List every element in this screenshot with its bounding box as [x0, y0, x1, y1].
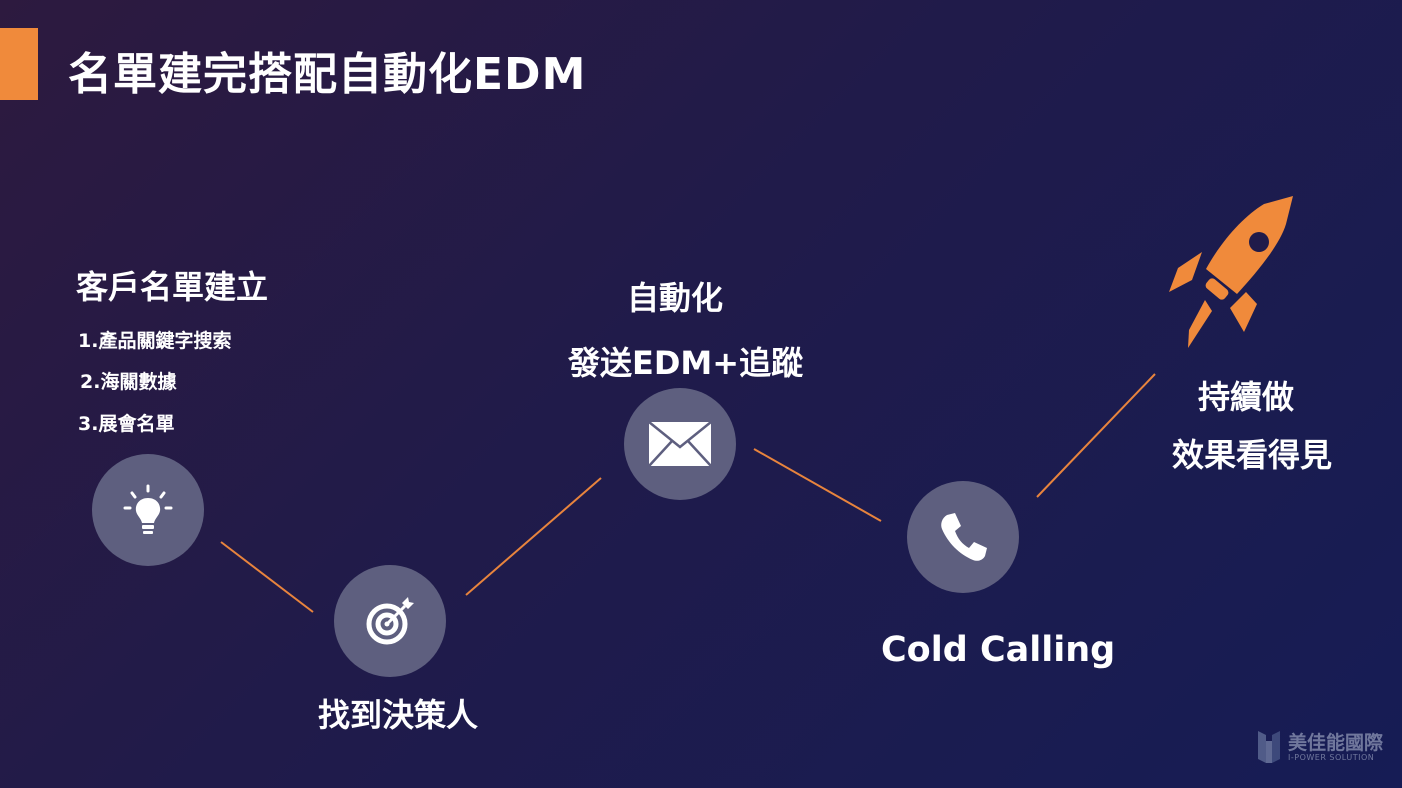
- list-item: 3.展會名單: [78, 413, 175, 435]
- connector-line: [220, 541, 314, 613]
- step-edm-line2: 發送EDM+追蹤: [568, 344, 804, 382]
- step-decision-title: 找到決策人: [318, 696, 479, 734]
- step-result-line2: 效果看得見: [1172, 436, 1333, 474]
- list-item: 1.產品關鍵字搜索: [78, 330, 232, 352]
- step-edm-line1: 自動化: [627, 279, 724, 317]
- connector-line: [753, 448, 882, 522]
- title-accent-bar: [0, 28, 38, 100]
- lightbulb-circle: [92, 454, 204, 566]
- rocket-icon: [1169, 196, 1293, 348]
- envelope-icon: [648, 421, 712, 467]
- company-logo: 美佳能國際 I-POWER SOLUTION: [1256, 727, 1383, 767]
- step-calling-title: Cold Calling: [881, 630, 1116, 670]
- logo-name: 美佳能國際: [1288, 731, 1384, 754]
- step-result-line1: 持續做: [1198, 378, 1295, 416]
- step-list-title: 客戶名單建立: [76, 268, 269, 306]
- phone-icon: [941, 513, 987, 561]
- target-icon: [366, 597, 414, 645]
- connector-line: [1036, 373, 1156, 498]
- target-circle: [334, 565, 446, 677]
- logo-subtitle: I-POWER SOLUTION: [1288, 752, 1375, 762]
- envelope-circle: [624, 388, 736, 500]
- logo-mark-icon: [1258, 731, 1280, 763]
- lightbulb-icon: [123, 484, 173, 534]
- phone-circle: [907, 481, 1019, 593]
- connector-line: [465, 477, 602, 596]
- list-item: 2.海關數據: [80, 371, 177, 393]
- page-title: 名單建完搭配自動化EDM: [68, 49, 587, 100]
